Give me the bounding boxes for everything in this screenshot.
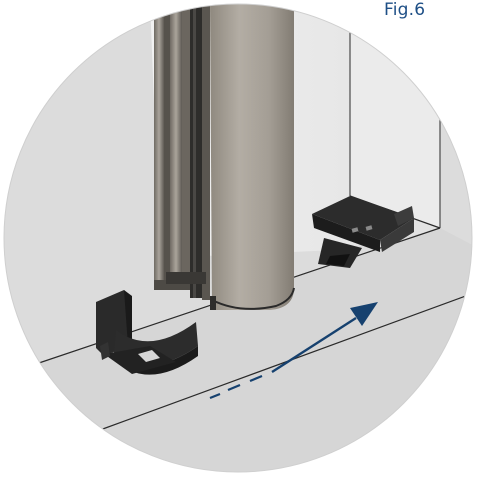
vertical-profile — [154, 4, 295, 310]
floor — [4, 228, 472, 472]
right-bracket — [312, 196, 414, 268]
left-bracket — [96, 290, 198, 375]
right-wall — [350, 4, 440, 228]
arrow-right-dashed-icon — [209, 302, 378, 400]
figure-label: Fig.6 — [384, 0, 426, 20]
